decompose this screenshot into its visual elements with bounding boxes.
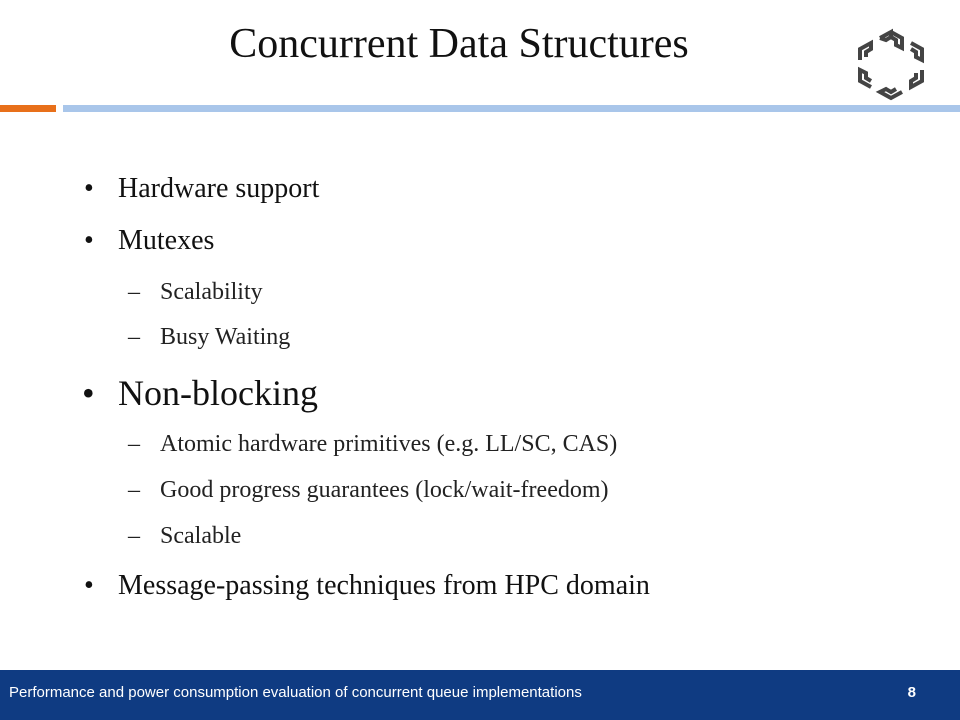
bullet-text: Hardware support (118, 173, 320, 204)
bullet-item: • Non-blocking (82, 372, 318, 414)
bullet-list: • Hardware support • Mutexes – Scalabili… (82, 173, 650, 602)
bullet-marker: • (84, 225, 94, 256)
bullet-item: • Message-passing techniques from HPC do… (84, 570, 650, 602)
sub-bullet-text: Scalability (160, 279, 263, 305)
bullet-text: Message-passing techniques from HPC doma… (118, 570, 650, 601)
page-number: 8 (907, 684, 916, 701)
sub-bullet-marker: – (128, 477, 140, 503)
footer-text: Performance and power consumption evalua… (9, 684, 582, 701)
bullet-text: Non-blocking (118, 373, 318, 413)
bullet-marker: • (84, 570, 94, 601)
sub-bullet-text: Scalable (160, 523, 242, 549)
sub-bullet-marker: – (128, 431, 140, 457)
sub-bullet-item: – Scalability (128, 279, 263, 306)
sub-bullet-marker: – (128, 324, 140, 350)
sub-bullet-marker: – (128, 279, 140, 305)
sub-bullet-text: Busy Waiting (160, 324, 291, 350)
accent-rule-blue (63, 105, 960, 112)
bullet-item: • Mutexes (84, 225, 215, 257)
sub-bullet-item: – Scalable (128, 523, 242, 550)
accent-rule-orange (0, 105, 56, 112)
sub-bullet-item: – Good progress guarantees (lock/wait-fr… (128, 477, 609, 504)
sub-bullet-item: – Busy Waiting (128, 324, 291, 351)
sub-bullet-text: Atomic hardware primitives (e.g. LL/SC, … (160, 431, 618, 457)
sub-bullet-marker: – (128, 523, 140, 549)
bullet-marker: • (84, 173, 94, 204)
bullet-marker: • (82, 373, 95, 413)
hexagonal-arrows-logo-icon (858, 28, 924, 101)
sub-bullet-text: Good progress guarantees (lock/wait-free… (160, 477, 609, 503)
bullet-item: • Hardware support (84, 173, 320, 205)
slide-title: Concurrent Data Structures (229, 21, 689, 67)
sub-bullet-item: – Atomic hardware primitives (e.g. LL/SC… (128, 431, 618, 458)
footer-bar: Performance and power consumption evalua… (0, 670, 960, 720)
bullet-text: Mutexes (118, 225, 215, 256)
